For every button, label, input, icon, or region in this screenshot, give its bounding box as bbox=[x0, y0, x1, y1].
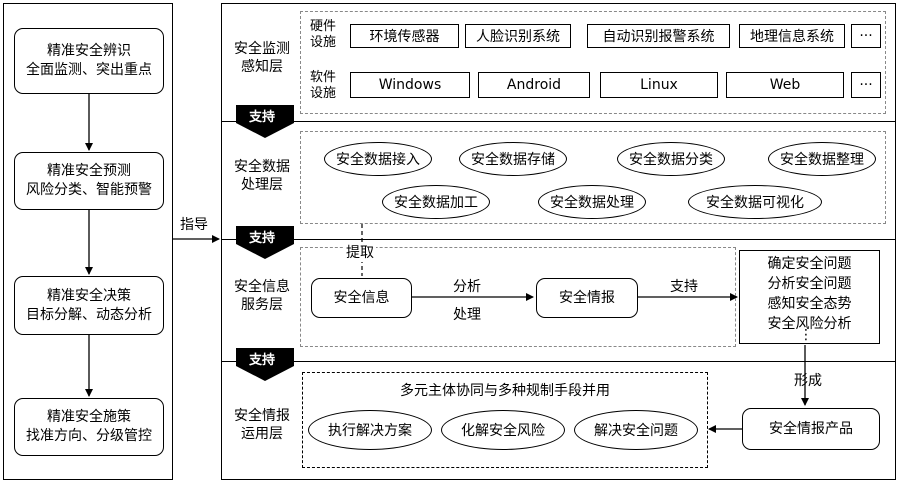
sw-linux: Linux bbox=[600, 72, 718, 98]
step-title: 精准安全决策 bbox=[47, 287, 131, 304]
left-panel bbox=[3, 3, 173, 480]
outcome-item: 分析安全问题 bbox=[767, 276, 852, 292]
step-title: 精准安全施策 bbox=[47, 409, 131, 425]
perception-group bbox=[300, 11, 886, 114]
hw-gis: 地理信息系统 bbox=[739, 24, 845, 48]
outcome-item: 感知安全态势 bbox=[767, 296, 852, 312]
hw-face-recognition: 人脸识别系统 bbox=[465, 24, 571, 48]
service-group bbox=[300, 247, 736, 347]
security-intel-box: 安全情报 bbox=[536, 278, 638, 318]
form-label: 形成 bbox=[794, 373, 822, 389]
step-decide: 精准安全决策目标分解、动态分析 bbox=[14, 276, 164, 335]
right-panel bbox=[221, 3, 896, 480]
analysis-label: 分析 bbox=[453, 279, 481, 295]
hw-environment-sensor: 环境传感器 bbox=[350, 24, 459, 48]
layer-divider-3 bbox=[221, 361, 896, 362]
step-title: 精准安全辨识 bbox=[47, 43, 131, 59]
software-label: 软件设施 bbox=[310, 70, 337, 101]
support-label-3: 支持 bbox=[249, 353, 276, 368]
step-implement: 精准安全施策找准方向、分级管控 bbox=[14, 398, 164, 456]
data-ingest-cylinder: 安全数据接入 bbox=[324, 142, 432, 176]
guide-label: 指导 bbox=[180, 217, 208, 233]
data-handling-cylinder: 安全数据处理 bbox=[538, 185, 646, 219]
layer-label-processing: 安全数据处理层 bbox=[234, 159, 290, 193]
step-identify: 精准安全辨识全面监测、突出重点 bbox=[14, 28, 164, 94]
outcome-item: 安全风险分析 bbox=[767, 316, 852, 332]
data-visualize-cylinder: 安全数据可视化 bbox=[688, 185, 822, 219]
layer-divider-2 bbox=[221, 239, 896, 240]
action-mitigate: 化解安全风险 bbox=[441, 410, 565, 450]
processing-group bbox=[300, 131, 886, 224]
step-subtitle: 风险分类、智能预警 bbox=[26, 182, 152, 198]
hw-auto-alarm: 自动识别报警系统 bbox=[587, 24, 730, 48]
security-info-box: 安全信息 bbox=[311, 278, 412, 318]
intel-product-box: 安全情报产品 bbox=[742, 408, 880, 450]
step-subtitle: 找准方向、分级管控 bbox=[26, 428, 152, 444]
data-organize-cylinder: 安全数据整理 bbox=[768, 142, 876, 176]
hardware-label: 硬件设施 bbox=[310, 19, 337, 50]
layer-divider-1 bbox=[221, 121, 896, 122]
outcomes-box: 确定安全问题 分析安全问题 感知安全态势 安全风险分析 bbox=[739, 250, 880, 344]
step-title: 精准安全预测 bbox=[47, 163, 131, 179]
outcomes-ellipsis: ⋮ bbox=[799, 327, 813, 343]
coop-heading: 多元主体协同与多种规制手段并用 bbox=[400, 383, 610, 399]
action-solve: 解决安全问题 bbox=[574, 410, 698, 450]
sw-android: Android bbox=[478, 72, 590, 98]
data-process-cylinder: 安全数据加工 bbox=[382, 185, 490, 219]
layer-label-application: 安全情报运用层 bbox=[234, 408, 290, 442]
step-subtitle: 目标分解、动态分析 bbox=[26, 306, 152, 323]
data-classify-cylinder: 安全数据分类 bbox=[617, 142, 725, 176]
support-label-1: 支持 bbox=[249, 110, 276, 125]
step-subtitle: 全面监测、突出重点 bbox=[26, 62, 152, 78]
step-predict: 精准安全预测风险分类、智能预警 bbox=[14, 152, 164, 210]
support-flow-label: 支持 bbox=[670, 279, 698, 295]
sw-web: Web bbox=[726, 72, 844, 98]
sw-more: ··· bbox=[851, 72, 881, 98]
sw-windows: Windows bbox=[350, 72, 470, 98]
support-label-2: 支持 bbox=[249, 231, 276, 246]
layer-label-perception: 安全监测感知层 bbox=[234, 41, 290, 75]
hw-more: ··· bbox=[851, 24, 881, 48]
extract-label: 提取 bbox=[344, 242, 376, 262]
support-arrow-1 bbox=[236, 105, 294, 138]
data-storage-cylinder: 安全数据存储 bbox=[459, 142, 567, 176]
layer-label-service: 安全信息服务层 bbox=[234, 279, 290, 313]
processing-label: 处理 bbox=[453, 307, 481, 323]
action-execute: 执行解决方案 bbox=[308, 410, 432, 450]
outcome-item: 确定安全问题 bbox=[767, 256, 852, 272]
application-group bbox=[302, 372, 708, 468]
